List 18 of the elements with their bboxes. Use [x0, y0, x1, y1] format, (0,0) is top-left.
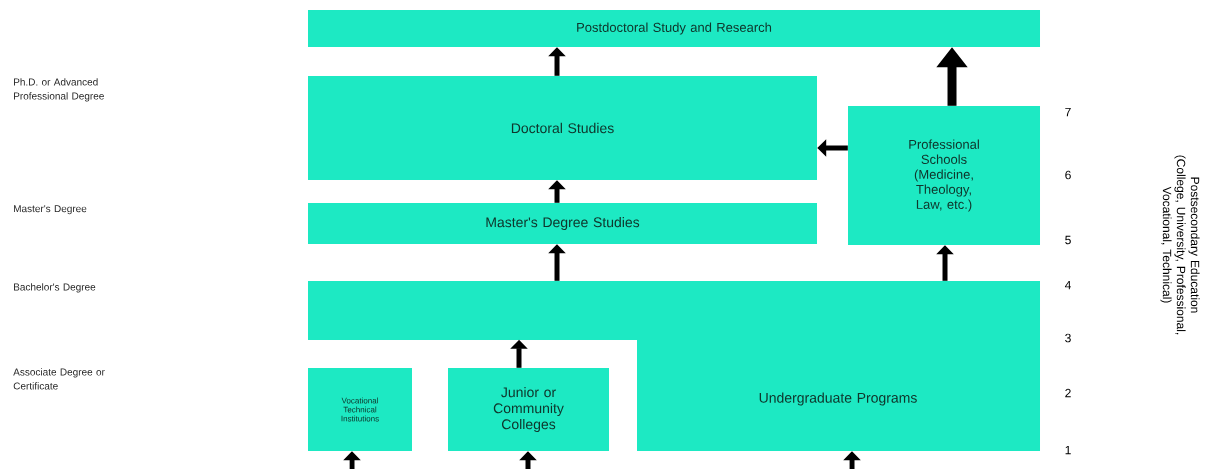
- side-caption: Postsecondary Education (College, University, Professional, Vocational, Technical): [1160, 155, 1200, 335]
- year-number: 3: [1065, 333, 1071, 343]
- level-label: Associate Degree or Certificate: [13, 368, 105, 390]
- year-number: 7: [1065, 107, 1071, 117]
- year-number: 5: [1065, 235, 1071, 245]
- level-box: Junior or Community Colleges: [448, 368, 609, 451]
- year-number: 4: [1064, 280, 1071, 290]
- level-box: Master's Degree Studies: [308, 203, 817, 244]
- year-number: 2: [1065, 388, 1071, 398]
- level-box: Postdoctoral Study and Research: [308, 10, 1040, 47]
- year-number: 1: [1065, 445, 1071, 455]
- level-label: Ph.D. or Advanced Professional Degree: [14, 78, 104, 102]
- level-box: Professional Schools (Medicine, Theology, Law, etc.): [848, 106, 1040, 245]
- level-box: Doctoral Studies: [308, 76, 817, 180]
- level-label: Bachelor's Degree: [14, 283, 96, 293]
- year-number: 6: [1065, 170, 1071, 180]
- level-label: Master's Degree: [14, 205, 87, 215]
- level-box: Vocational Technical Institutions: [308, 368, 412, 451]
